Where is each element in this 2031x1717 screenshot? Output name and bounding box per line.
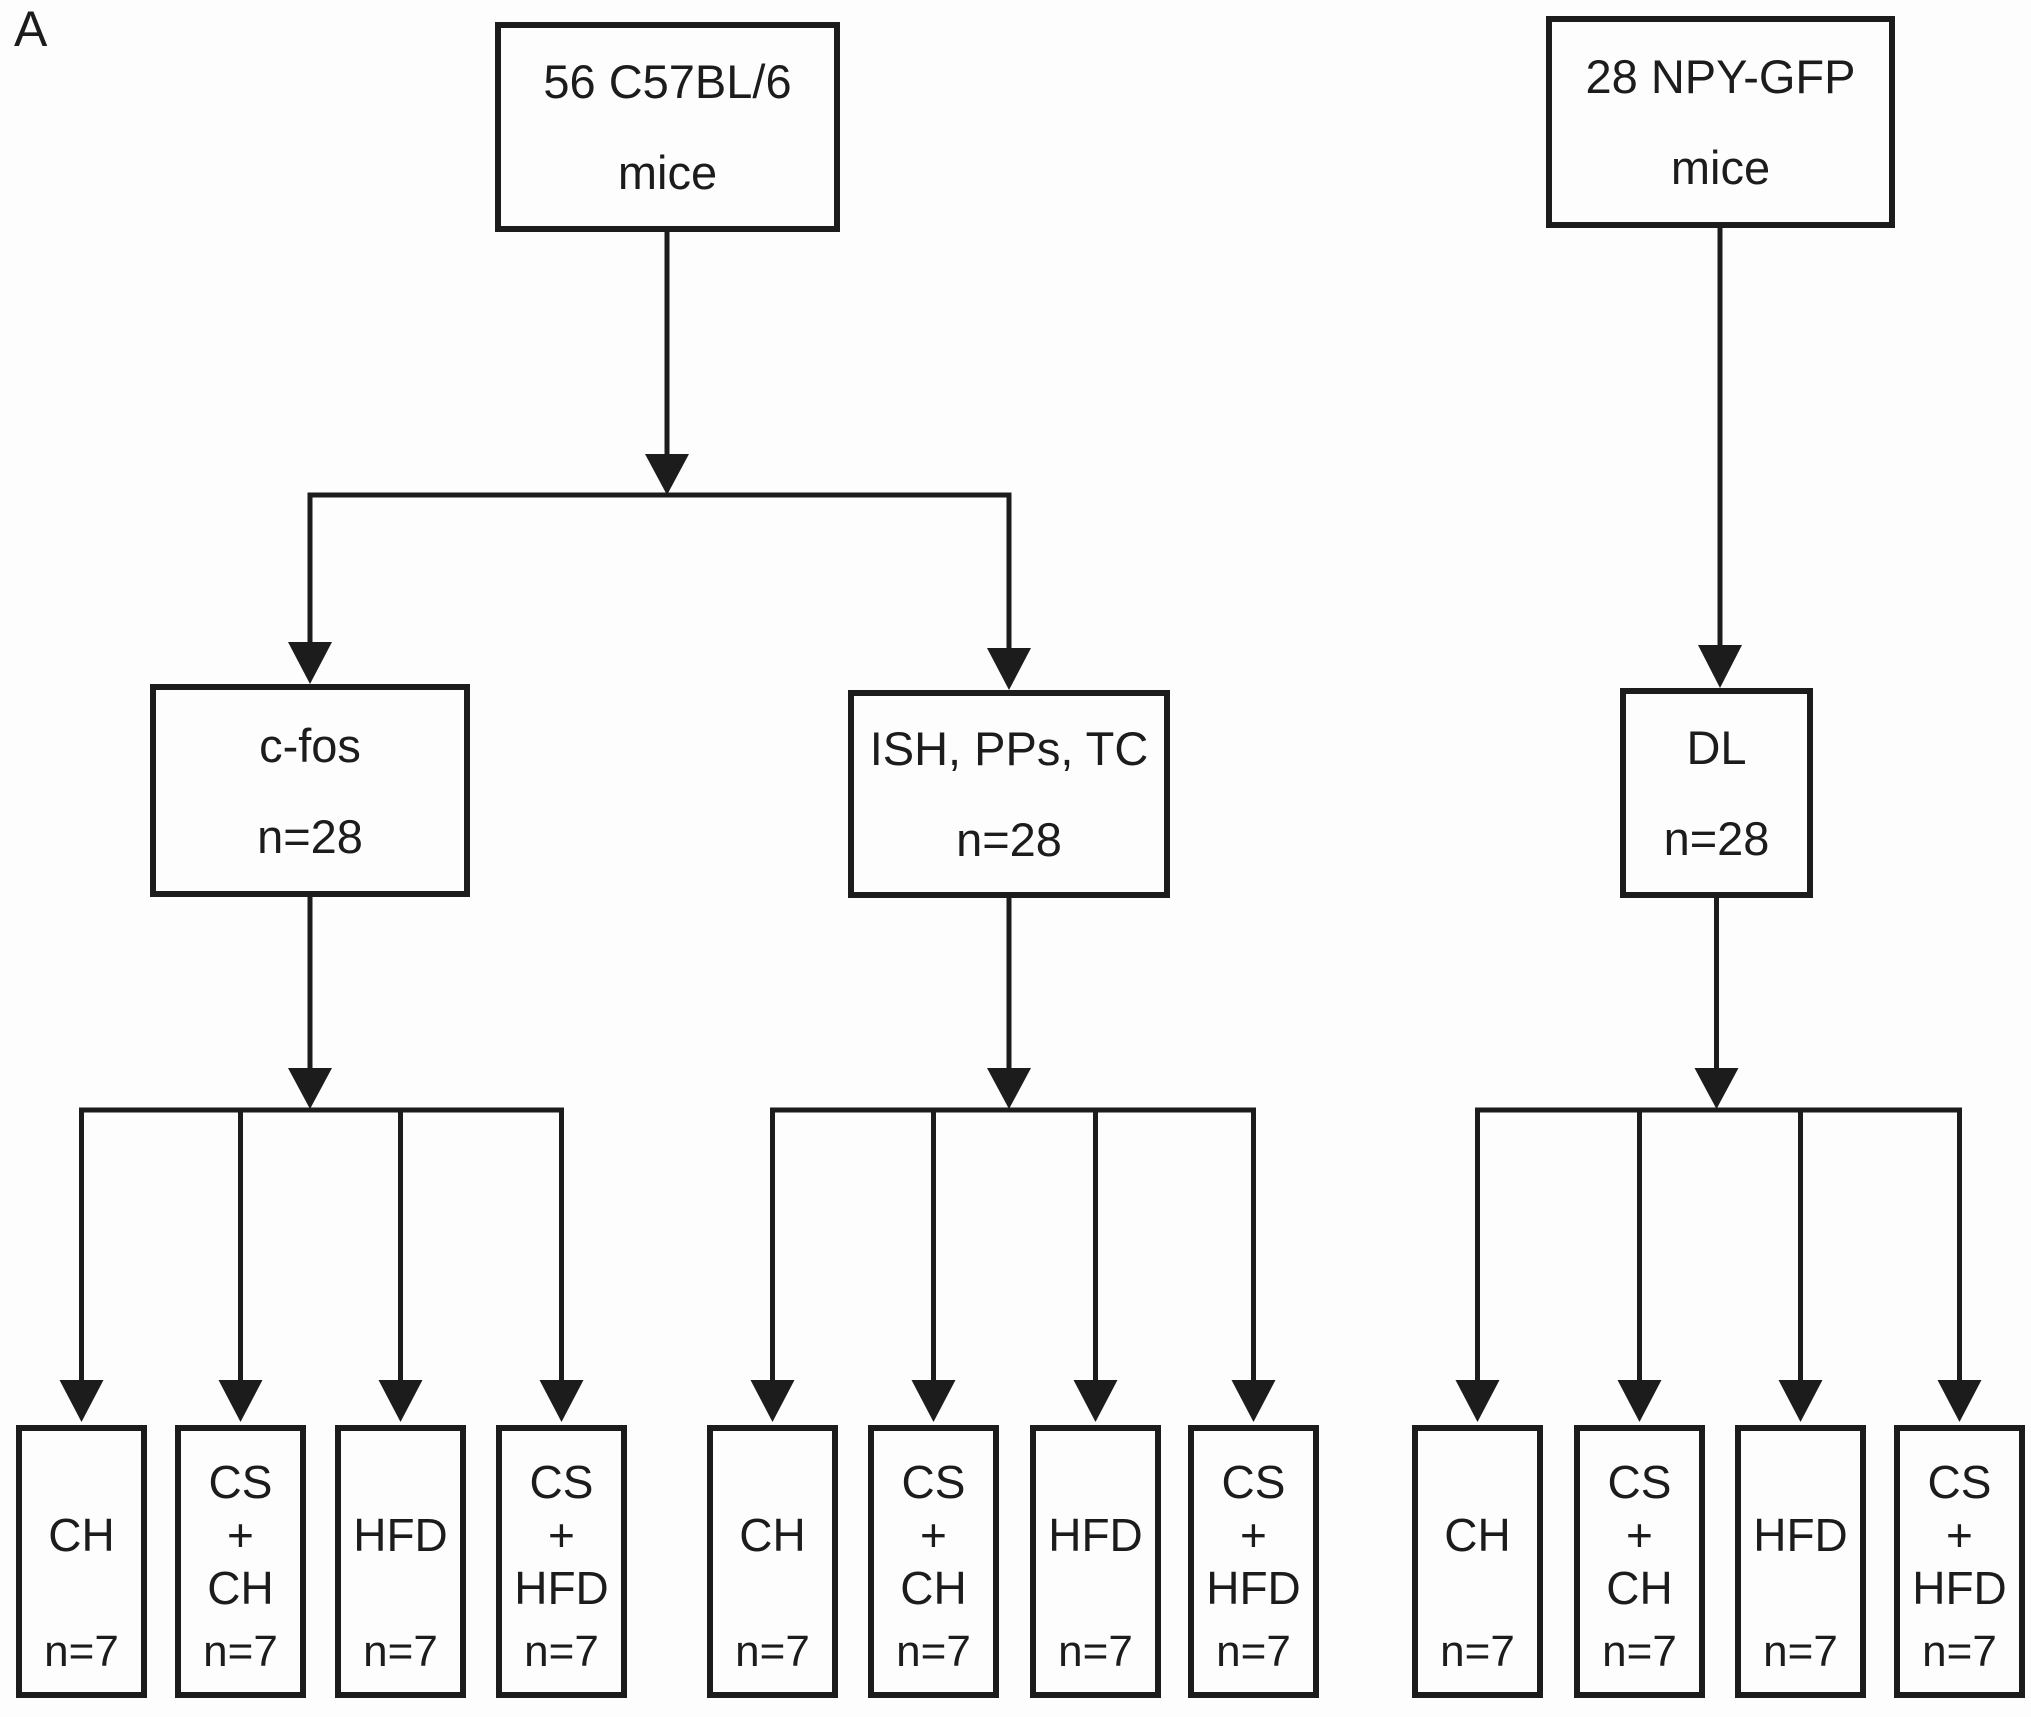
diet-n: n=7 — [735, 1627, 810, 1676]
method-n: n=28 — [257, 809, 363, 863]
connector-ish-to-diets — [750, 896, 1276, 1422]
diet-label: CS + HFD — [1912, 1456, 2007, 1614]
diet-box-cs-ch: CS + CH n=7 — [1574, 1425, 1705, 1698]
diet-n: n=7 — [1763, 1627, 1838, 1676]
cohort-word-mice: mice — [1670, 141, 1771, 194]
diet-n: n=7 — [1602, 1627, 1677, 1676]
diet-n: n=7 — [1216, 1627, 1291, 1676]
cohort-box-npy-gfp: 28 NPY-GFP mice — [1546, 16, 1895, 228]
diet-label: CS + CH — [1606, 1456, 1673, 1614]
diet-box-hfd: HFD n=7 — [1030, 1425, 1161, 1698]
diet-label: CS + CH — [900, 1456, 967, 1614]
diet-label: CH — [48, 1509, 115, 1562]
diet-label: CS + CH — [207, 1456, 274, 1614]
diet-box-ch: CH n=7 — [707, 1425, 838, 1698]
diet-n: n=7 — [896, 1627, 971, 1676]
diet-label: HFD — [1753, 1509, 1848, 1562]
method-box-dl: DL n=28 — [1620, 688, 1813, 898]
diet-label: CS + HFD — [1206, 1456, 1301, 1614]
connector-c57-to-split — [288, 230, 1031, 690]
diet-box-cs-hfd: CS + HFD n=7 — [496, 1425, 627, 1698]
method-box-cfos: c-fos n=28 — [150, 684, 470, 897]
cohort-box-c57bl6: 56 C57BL/6 mice — [495, 22, 840, 232]
method-label: c-fos — [259, 718, 361, 772]
diet-box-cs-hfd: CS + HFD n=7 — [1188, 1425, 1319, 1698]
diet-label: CH — [739, 1509, 806, 1562]
diet-box-cs-hfd: CS + HFD n=7 — [1894, 1425, 2025, 1698]
method-label: DL — [1686, 721, 1747, 774]
connector-dl-to-diets — [1455, 896, 1982, 1422]
diet-n: n=7 — [524, 1627, 599, 1676]
method-box-ish-pps-tc: ISH, PPs, TC n=28 — [848, 690, 1170, 898]
cohort-word-mice: mice — [617, 146, 718, 199]
diet-n: n=7 — [203, 1627, 278, 1676]
diet-n: n=7 — [363, 1627, 438, 1676]
method-n: n=28 — [1663, 812, 1770, 865]
cohort-count-strain: 28 NPY-GFP — [1585, 50, 1856, 103]
diet-n: n=7 — [1058, 1627, 1133, 1676]
diet-label: CS + HFD — [514, 1456, 609, 1614]
connector-npy-to-dl — [1698, 226, 1742, 688]
panel-label: A — [14, 1, 48, 57]
diet-label: HFD — [353, 1509, 448, 1562]
diet-n: n=7 — [1440, 1627, 1515, 1676]
diet-box-cs-ch: CS + CH n=7 — [175, 1425, 306, 1698]
diet-box-ch: CH n=7 — [16, 1425, 147, 1698]
cohort-count-strain: 56 C57BL/6 — [543, 55, 792, 108]
diet-box-ch: CH n=7 — [1412, 1425, 1543, 1698]
diet-box-hfd: HFD n=7 — [335, 1425, 466, 1698]
diet-n: n=7 — [1922, 1627, 1997, 1676]
diet-box-hfd: HFD n=7 — [1735, 1425, 1866, 1698]
diet-box-cs-ch: CS + CH n=7 — [868, 1425, 999, 1698]
method-n: n=28 — [956, 813, 1062, 866]
connector-cfos-to-diets — [59, 895, 584, 1422]
diet-label: HFD — [1048, 1509, 1143, 1562]
diet-label: CH — [1444, 1509, 1511, 1562]
diet-n: n=7 — [44, 1627, 119, 1676]
method-label: ISH, PPs, TC — [869, 722, 1149, 775]
